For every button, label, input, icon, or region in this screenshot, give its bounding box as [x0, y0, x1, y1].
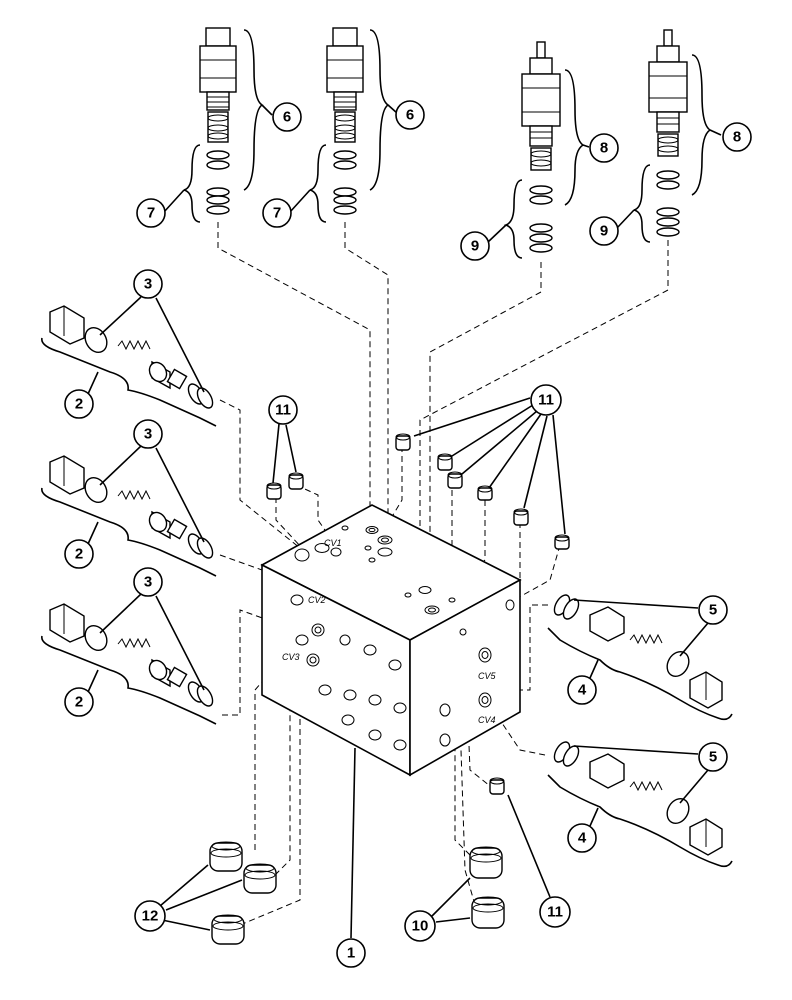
callout-label: 6: [406, 107, 414, 124]
callout-5-bottom: 5: [698, 742, 728, 772]
callout-2-bottom: 2: [64, 687, 94, 717]
callout-label: 8: [733, 129, 741, 146]
callout-label: 2: [75, 396, 83, 413]
callout-1: 1: [336, 938, 366, 968]
callout-label: 3: [144, 574, 152, 591]
group-braces-top: [183, 29, 712, 259]
callout-6-left: 6: [272, 102, 302, 132]
callout-11-bottom: 11: [539, 896, 571, 928]
callout-7-left: 7: [136, 198, 166, 228]
callout-7-right: 7: [262, 198, 292, 228]
large-plugs-12: [209, 841, 277, 945]
port-label-cv5: CV5: [478, 671, 497, 681]
callout-label: 12: [142, 908, 159, 925]
callout-8-left: 8: [589, 133, 619, 163]
top-face-ports: [314, 525, 456, 615]
callout-10: 10: [404, 910, 436, 942]
callout-label: 4: [578, 830, 587, 847]
callout-6-right: 6: [395, 100, 425, 130]
callout-9-left: 9: [460, 231, 490, 261]
port-label-cv3: CV3: [282, 652, 300, 662]
callout-label: 10: [412, 918, 429, 935]
leader-lines: [87, 104, 722, 939]
callout-4-bottom: 4: [567, 823, 597, 853]
callout-label: 5: [709, 602, 717, 619]
port-label-cv2: CV2: [308, 595, 326, 605]
callout-label: 9: [600, 223, 608, 240]
callout-9-right: 9: [589, 216, 619, 246]
callout-3-bottom: 3: [133, 567, 163, 597]
port-label-cv4: CV4: [478, 715, 496, 725]
callout-label: 7: [273, 205, 281, 222]
callout-label: 1: [347, 945, 355, 962]
callout-5-top: 5: [698, 595, 728, 625]
callout-label: 11: [538, 392, 554, 409]
check-valve-assembly-4-bottom: [547, 741, 733, 868]
cartridge-valve-6-right: [326, 27, 364, 215]
port-label-cv1: CV1: [324, 538, 342, 548]
check-valve-assembly-2-top: [41, 305, 217, 427]
callout-label: 3: [144, 276, 152, 293]
callout-label: 2: [75, 694, 83, 711]
manifold-block: CV1 CV2 CV3 CV4 CV5: [260, 504, 522, 777]
callout-2-middle: 2: [64, 539, 94, 569]
callout-label: 8: [600, 140, 608, 157]
callout-8-right: 8: [722, 122, 752, 152]
callout-label: 7: [147, 205, 155, 222]
callout-label: 11: [275, 402, 291, 419]
callout-11-group: 11: [530, 384, 562, 416]
callout-11-pair: 11: [268, 395, 298, 425]
cartridge-valve-8-right: [648, 29, 688, 237]
callout-label: 9: [471, 238, 479, 255]
side-face-ports: [439, 599, 515, 747]
callout-3-top: 3: [133, 269, 163, 299]
check-valve-assembly-4-top: [547, 594, 733, 721]
callout-label: 11: [547, 904, 563, 921]
callout-3-middle: 3: [133, 419, 163, 449]
callout-12: 12: [134, 900, 166, 932]
large-plugs-10: [469, 846, 505, 929]
callout-4-top: 4: [567, 675, 597, 705]
callout-label: 6: [283, 109, 291, 126]
callout-2-top: 2: [64, 389, 94, 419]
cartridge-valve-6-left: [199, 27, 237, 215]
callout-label: 2: [75, 546, 83, 563]
check-valve-assembly-2-middle: [41, 455, 217, 577]
small-plugs-11: [266, 433, 570, 795]
check-valve-assembly-2-bottom: [41, 603, 217, 725]
callout-label: 5: [709, 749, 717, 766]
callout-label: 4: [578, 682, 587, 699]
callout-label: 3: [144, 426, 152, 443]
front-face-ports: [290, 547, 407, 751]
cartridge-valve-8-left: [521, 41, 561, 253]
